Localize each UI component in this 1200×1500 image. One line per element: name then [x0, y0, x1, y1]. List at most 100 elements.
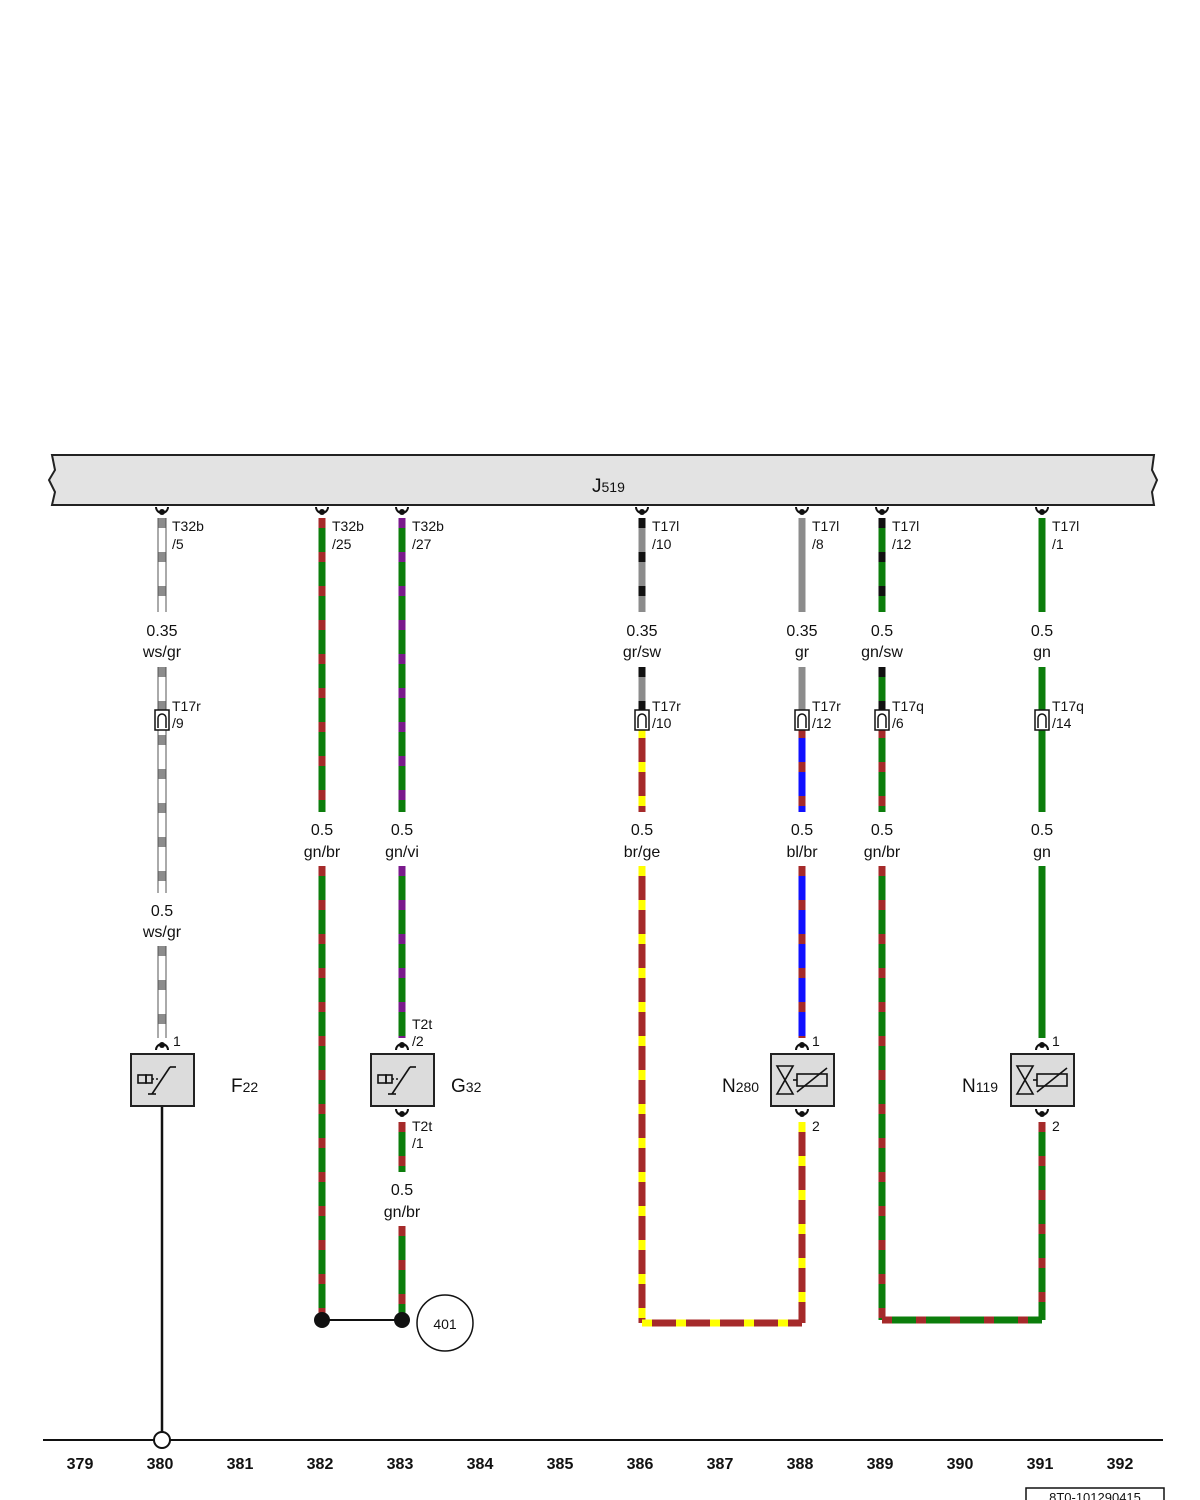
- track-number: 384: [467, 1456, 494, 1473]
- doc-id-box: [1025, 1487, 1165, 1500]
- valve-symbol-icon: [1015, 1065, 1068, 1095]
- component-g32[interactable]: T2t /2 T2t /1 G32: [370, 1016, 482, 1151]
- connector-pin: /25: [332, 536, 352, 552]
- pin-contact-icon: [1035, 506, 1049, 515]
- track-number: 390: [947, 1456, 974, 1473]
- wire-380-b[interactable]: [157, 667, 167, 893]
- wire-size-383-a: 0.5: [391, 822, 413, 839]
- connector-name: T17l: [812, 518, 839, 534]
- doc-id: 8T0-101290415: [1049, 1490, 1141, 1500]
- track-number: 387: [707, 1456, 734, 1473]
- wire-size-388-b: 0.5: [791, 822, 813, 839]
- ground-rail-node: [153, 1431, 171, 1449]
- wire-color-389-a: gn/sw: [861, 644, 903, 661]
- connector-pin: /8: [812, 536, 824, 552]
- wire-size-386-b: 0.5: [631, 822, 653, 839]
- pin-contact-icon: [795, 506, 809, 515]
- control-unit-j519[interactable]: [47, 454, 1159, 506]
- wire-color-380-b: ws/gr: [142, 924, 182, 941]
- pin-number: /1: [412, 1135, 424, 1151]
- inline-connector-icon: [874, 709, 890, 731]
- connector-name: T32b: [332, 518, 364, 534]
- wire-color-388-a: gr: [795, 644, 810, 661]
- pin-contact-icon: [155, 1042, 169, 1051]
- wire-labels: 0.35 ws/gr 0.5 ws/gr 0.5 gn/br 0.5 gn/vi…: [142, 623, 1053, 1221]
- connector-pin: /9: [172, 715, 184, 731]
- wire-size-380-b: 0.5: [151, 903, 173, 920]
- wire-color-386-a: gr/sw: [623, 644, 662, 661]
- track-number: 386: [627, 1456, 654, 1473]
- wire-color-391-b: gn: [1033, 844, 1051, 861]
- connector-name: T17r: [652, 698, 681, 714]
- connector-pin: /12: [812, 715, 832, 731]
- connector-name: T17l: [1052, 518, 1079, 534]
- connector-labels: T32b /5 T17r /9 T32b /25 T32b /27 T17l /…: [172, 518, 1084, 731]
- connector-pin: /5: [172, 536, 184, 552]
- pin-contact-icon: [155, 506, 169, 515]
- wire-color-389-b: gn/br: [864, 844, 901, 861]
- connector-name: T17q: [1052, 698, 1084, 714]
- connector-pin: /10: [652, 536, 672, 552]
- track-number: 383: [387, 1456, 414, 1473]
- track-number: 379: [67, 1456, 94, 1473]
- wire-380-c[interactable]: [157, 946, 167, 1038]
- pin-contact-icon: [795, 1042, 809, 1051]
- track-number: 392: [1107, 1456, 1134, 1473]
- connector-name: T32b: [412, 518, 444, 534]
- connector-pin: /6: [892, 715, 904, 731]
- wire-size-388-a: 0.35: [786, 623, 817, 640]
- inline-connector-icon: [154, 709, 170, 731]
- track-number: 389: [867, 1456, 894, 1473]
- wire-color-383-a: gn/vi: [385, 844, 419, 861]
- component-label: G32: [451, 1076, 482, 1097]
- pin-connector: T2t: [412, 1016, 432, 1032]
- pin-contact-icon: [635, 506, 649, 515]
- connector-pin: /12: [892, 536, 912, 552]
- track-number: 391: [1027, 1456, 1054, 1473]
- control-unit-label: J519: [592, 476, 625, 497]
- pin-contact-icon: [875, 506, 889, 515]
- switch-symbol-icon: [377, 1066, 416, 1095]
- ground-reference-401[interactable]: 401: [416, 1294, 474, 1352]
- inline-connector-icon: [1034, 709, 1050, 731]
- wire-380-a[interactable]: [157, 518, 167, 612]
- pin-contact-icon: [795, 1108, 809, 1117]
- pin-contact-icon: [315, 506, 329, 515]
- wire-size-386-a: 0.35: [626, 623, 657, 640]
- track-number: 382: [307, 1456, 334, 1473]
- wire-color-383-b: gn/br: [384, 1204, 421, 1221]
- wire-size-380-a: 0.35: [146, 623, 177, 640]
- ground-ref-label: 401: [433, 1316, 457, 1332]
- pin-contact-icon: [1035, 1108, 1049, 1117]
- component-f22[interactable]: 1 F22: [130, 1033, 258, 1107]
- component-label: N119: [962, 1076, 998, 1097]
- connector-pin: /10: [652, 715, 672, 731]
- wire-size-391-b: 0.5: [1031, 822, 1053, 839]
- connector-name: T17l: [892, 518, 919, 534]
- wire-size-389-b: 0.5: [871, 822, 893, 839]
- component-n119[interactable]: 1 2 N119: [962, 1033, 1075, 1134]
- connector-name: T32b: [172, 518, 204, 534]
- pin-contact-icon: [1035, 1042, 1049, 1051]
- wire-size-389-a: 0.5: [871, 623, 893, 640]
- connector-pin: /14: [1052, 715, 1072, 731]
- wire-color-391-a: gn: [1033, 644, 1051, 661]
- connector-name: T17r: [812, 698, 841, 714]
- connector-name: T17r: [172, 698, 201, 714]
- valve-symbol-icon: [775, 1065, 828, 1095]
- track-number: 385: [547, 1456, 574, 1473]
- pin-number: 1: [173, 1033, 181, 1049]
- track-number: 388: [787, 1456, 814, 1473]
- pin-number: 1: [812, 1033, 820, 1049]
- inline-connector-icon: [634, 709, 650, 731]
- component-label: F22: [231, 1076, 258, 1097]
- wire-size-391-a: 0.5: [1031, 623, 1053, 640]
- pin-contact-icon: [395, 506, 409, 515]
- component-n280[interactable]: 1 2 N280: [722, 1033, 835, 1134]
- wire-color-380-a: ws/gr: [142, 644, 182, 661]
- pin-number: 2: [1052, 1118, 1060, 1134]
- wire-size-383-b: 0.5: [391, 1182, 413, 1199]
- pin-contact-icon: [395, 1108, 409, 1117]
